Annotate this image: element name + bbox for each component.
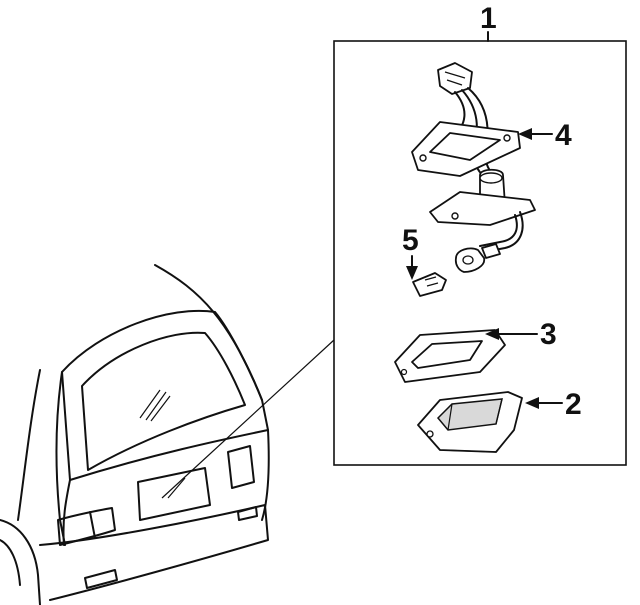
arrow-4 — [518, 128, 532, 140]
socket-harness-part-4 — [411, 62, 536, 273]
arrow-3 — [485, 328, 499, 340]
callout-1: 1 — [480, 2, 497, 35]
arrow-5 — [406, 266, 418, 280]
callout-5: 5 — [402, 224, 419, 257]
lamp-housing-part-2 — [417, 391, 523, 453]
callout-2: 2 — [565, 388, 582, 421]
vehicle-rear-illustration — [0, 264, 335, 605]
assembly-boundary-box — [333, 40, 627, 466]
lens-gasket-part-3 — [394, 329, 506, 383]
callout-3: 3 — [540, 318, 557, 351]
callout-4: 4 — [555, 119, 572, 152]
bulb-part-5 — [412, 272, 447, 297]
arrow-2 — [525, 397, 539, 409]
